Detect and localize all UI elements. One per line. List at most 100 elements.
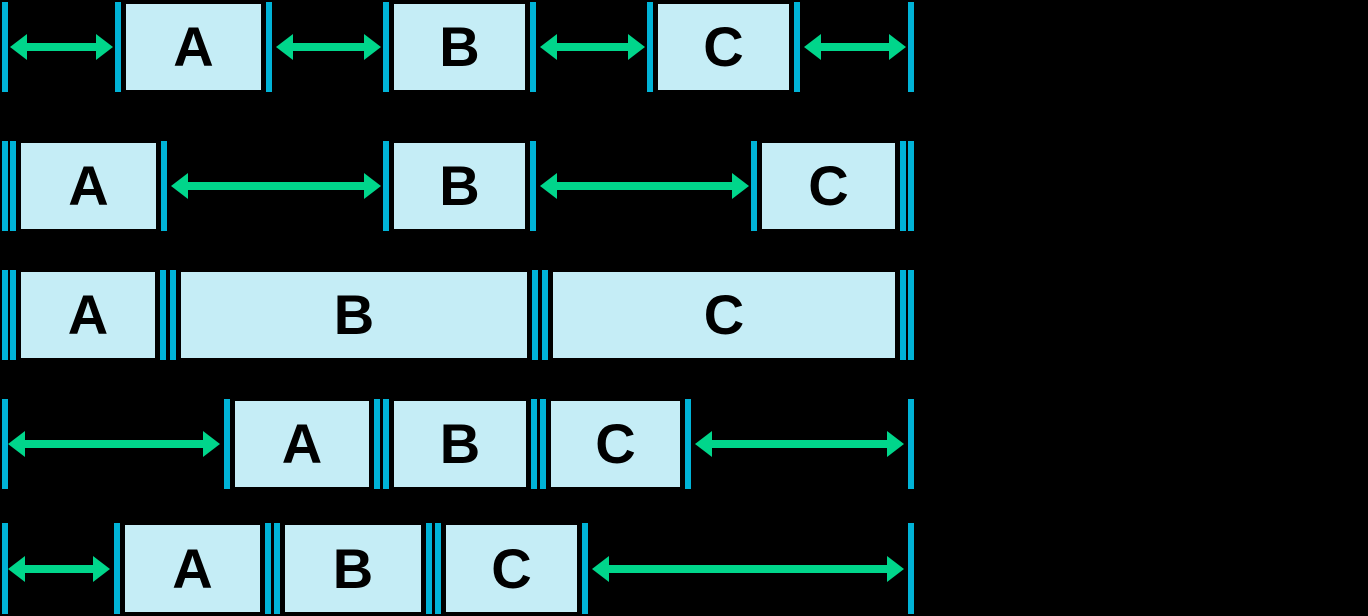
box-label: B xyxy=(332,536,374,600)
arrow-shaft xyxy=(22,564,96,573)
spacing-arrow xyxy=(10,2,113,92)
box-fill: A xyxy=(19,270,157,360)
arrow-head-left xyxy=(171,173,188,199)
box-fill: B xyxy=(392,2,527,92)
spacing-arrow xyxy=(695,399,904,489)
box-edge-bar-right xyxy=(266,2,272,92)
box-edge-bar-left xyxy=(224,399,230,489)
box-label: C xyxy=(491,536,532,600)
container-edge-bar xyxy=(908,2,914,92)
box-edge-bar-right xyxy=(582,523,588,614)
arrow-shaft xyxy=(554,182,735,190)
item-box-a: A xyxy=(224,399,380,489)
arrow-head-left xyxy=(10,34,27,60)
item-box-a: A xyxy=(10,141,167,231)
arrow-head-left xyxy=(540,34,557,60)
spacing-arrow xyxy=(540,141,749,231)
arrow-shaft xyxy=(24,43,99,51)
box-edge-bar-left xyxy=(114,523,120,614)
box-edge-bar-left xyxy=(115,2,121,92)
spacing-arrow xyxy=(8,523,110,614)
box-edge-bar-left xyxy=(10,141,16,231)
box-edge-bar-left xyxy=(540,399,546,489)
box-edge-bar-right xyxy=(531,399,537,489)
arrow-head-right xyxy=(364,34,381,60)
box-label: A xyxy=(67,283,109,346)
box-label: B xyxy=(439,154,480,217)
arrow-head-left xyxy=(695,431,712,457)
box-fill: C xyxy=(760,141,897,231)
box-edge-bar-left xyxy=(647,2,653,92)
distribution-row-5: A B C xyxy=(0,523,1368,614)
container-edge-bar xyxy=(908,141,914,231)
spacing-arrow xyxy=(592,523,904,614)
box-edge-bar-left xyxy=(170,270,176,360)
box-label: B xyxy=(333,283,375,346)
container-edge-bar xyxy=(2,399,8,489)
box-label: B xyxy=(439,412,481,475)
arrow-shaft xyxy=(709,440,890,448)
item-box-b: B xyxy=(170,270,538,360)
box-edge-bar-left xyxy=(383,141,389,231)
arrow-head-right xyxy=(203,431,220,457)
arrow-shaft xyxy=(185,182,367,190)
box-fill: B xyxy=(283,523,423,614)
box-edge-bar-right xyxy=(900,270,906,360)
box-label: A xyxy=(68,154,109,217)
box-edge-bar-left xyxy=(10,270,16,360)
item-box-b: B xyxy=(383,399,537,489)
box-edge-bar-right xyxy=(374,399,380,489)
arrow-shaft xyxy=(290,43,367,51)
box-fill: C xyxy=(549,399,682,489)
box-label: A xyxy=(172,536,213,600)
box-edge-bar-right xyxy=(685,399,691,489)
item-box-c: C xyxy=(647,2,800,92)
item-box-c: C xyxy=(542,270,906,360)
item-box-b: B xyxy=(383,2,536,92)
container-edge-bar xyxy=(2,270,8,360)
container-edge-bar xyxy=(908,270,914,360)
box-fill: A xyxy=(123,523,262,614)
box-label: C xyxy=(703,283,745,346)
box-label: A xyxy=(173,15,214,78)
container-edge-bar xyxy=(2,2,8,92)
box-edge-bar-left xyxy=(435,523,441,614)
arrow-head-right xyxy=(93,555,110,582)
spacing-arrow xyxy=(276,2,381,92)
arrow-shaft xyxy=(22,440,206,448)
arrow-shaft xyxy=(818,43,892,51)
container-edge-bar xyxy=(908,523,914,614)
box-edge-bar-right xyxy=(161,141,167,231)
arrow-head-right xyxy=(96,34,113,60)
spacing-arrow xyxy=(540,2,645,92)
arrow-head-right xyxy=(364,173,381,199)
arrow-shaft xyxy=(606,564,890,573)
arrow-head-right xyxy=(889,34,906,60)
arrow-head-left xyxy=(8,431,25,457)
container-edge-bar xyxy=(908,399,914,489)
item-box-c: C xyxy=(540,399,691,489)
spacing-arrow xyxy=(8,399,220,489)
box-label: C xyxy=(808,154,849,217)
box-edge-bar-left xyxy=(383,399,389,489)
item-box-c: C xyxy=(435,523,588,614)
box-edge-bar-right xyxy=(160,270,166,360)
box-fill: B xyxy=(392,141,527,231)
spacing-arrow xyxy=(171,141,381,231)
spacing-arrow xyxy=(804,2,906,92)
box-edge-bar-right xyxy=(530,141,536,231)
arrow-head-left xyxy=(276,34,293,60)
box-edge-bar-left xyxy=(383,2,389,92)
arrow-head-right xyxy=(887,555,904,582)
box-edge-bar-left xyxy=(751,141,757,231)
item-box-b: B xyxy=(274,523,432,614)
container-edge-bar xyxy=(2,141,8,231)
box-edge-bar-right xyxy=(530,2,536,92)
arrow-head-right xyxy=(732,173,749,199)
distribution-row-2: A B C xyxy=(0,141,1368,231)
arrow-head-left xyxy=(8,555,25,582)
arrow-head-left xyxy=(592,555,609,582)
item-box-a: A xyxy=(115,2,272,92)
